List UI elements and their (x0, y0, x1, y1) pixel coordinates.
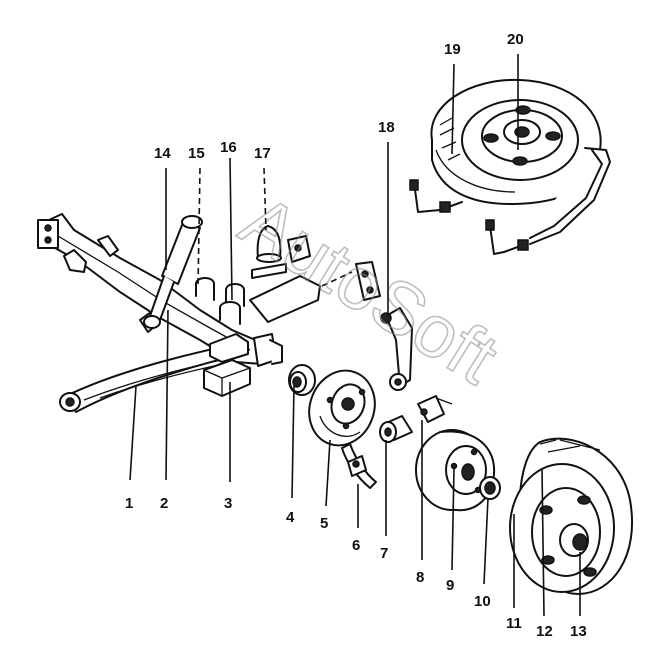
parking-brake-lever (380, 307, 413, 391)
callout-14: 14 (154, 145, 171, 162)
callout-12: 12 (536, 623, 553, 640)
brake-adjuster (417, 395, 453, 423)
callout-numbers: 1 2 3 4 5 6 7 8 9 10 11 12 13 14 15 16 1… (125, 31, 587, 640)
inner-bearing (288, 364, 316, 396)
bump-stop-bracket (249, 225, 321, 323)
callout-15: 15 (188, 145, 205, 162)
callout-7: 7 (380, 545, 388, 562)
brake-drum (415, 429, 496, 512)
hub-nut (479, 476, 501, 500)
road-wheel (509, 437, 633, 595)
spare-wheel (409, 78, 611, 255)
callout-13: 13 (570, 623, 587, 640)
callout-19: 19 (444, 41, 461, 58)
u-bolts (195, 277, 245, 325)
leader-lines (129, 54, 581, 617)
callout-20: 20 (507, 31, 524, 48)
callout-11: 11 (506, 615, 522, 632)
callout-17: 17 (254, 145, 271, 162)
callout-10: 10 (474, 593, 491, 610)
callout-2: 2 (160, 495, 168, 512)
callout-18: 18 (378, 119, 395, 136)
brake-shoe (341, 443, 377, 489)
callout-9: 9 (446, 577, 454, 594)
shock-absorber (143, 215, 203, 329)
callout-16: 16 (220, 139, 237, 156)
callout-6: 6 (352, 537, 360, 554)
callout-5: 5 (320, 515, 328, 532)
callout-4: 4 (286, 509, 295, 526)
spring-seat-pad (203, 333, 251, 397)
connecting-link (321, 261, 381, 301)
wheel-cylinder (379, 415, 413, 443)
callout-3: 3 (224, 495, 232, 512)
callout-1: 1 (125, 495, 133, 512)
callout-8: 8 (416, 569, 424, 586)
